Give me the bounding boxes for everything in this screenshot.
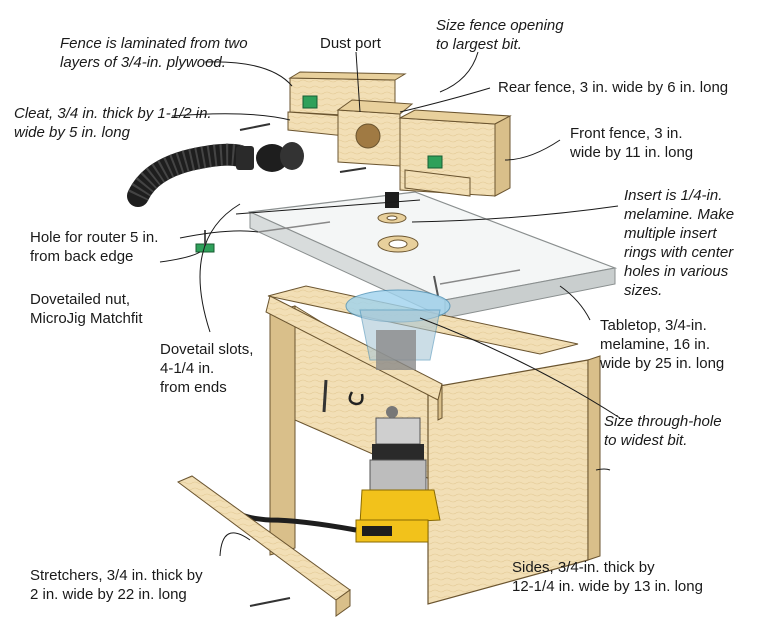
- label-fence-laminated: Fence is laminated from two layers of 3/…: [60, 35, 248, 71]
- label-insert: Insert is 1/4-in. melamine. Make multipl…: [624, 187, 735, 299]
- label-sides: Sides, 3/4-in. thick by 12-1/4 in. wide …: [512, 559, 703, 595]
- label-hole-for-router: Hole for router 5 in. from back edge: [30, 229, 159, 265]
- hose-adapter: [256, 144, 288, 172]
- screw-icon: [249, 597, 291, 607]
- cleat-right: [404, 169, 471, 197]
- router: [233, 289, 451, 543]
- front-fence-clamp-icon: [427, 155, 443, 169]
- bit-nut-icon: [385, 192, 399, 208]
- fence-assembly: [239, 71, 512, 197]
- dovetailed-nut-right: [433, 275, 439, 297]
- screw-icon: [339, 167, 367, 173]
- dovetail-slot-right: [439, 269, 521, 285]
- leader-lines: [159, 51, 621, 557]
- screw-icon: [322, 379, 328, 413]
- label-cleat: Cleat, 3/4 in. thick by 1-1/2 in. wide b…: [14, 105, 212, 141]
- label-tabletop: Tabletop, 3/4-in. melamine, 16 in. wide …: [600, 317, 725, 372]
- insert-parts: [377, 192, 407, 224]
- label-front-fence: Front fence, 3 in. wide by 11 in. long: [570, 125, 694, 161]
- loose-stretcher: [177, 475, 351, 617]
- label-size-through-hole: Size through-hole to widest bit.: [604, 413, 722, 449]
- label-dovetailed-nut: Dovetailed nut, MicroJig Matchfit: [30, 291, 143, 327]
- dust-port-hole: [355, 123, 381, 149]
- dust-hose: [127, 142, 304, 207]
- label-dovetail-slots: Dovetail slots, 4-1/4 in. from ends: [160, 341, 254, 396]
- screw-icon: [239, 123, 271, 131]
- hook-icon: [348, 391, 364, 406]
- label-dust-port: Dust port: [320, 35, 381, 52]
- rear-fence-clamp-icon: [302, 95, 318, 109]
- label-stretchers: Stretchers, 3/4 in. thick by 2 in. wide …: [30, 567, 203, 603]
- label-size-fence-opening: Size fence opening to largest bit.: [436, 17, 564, 53]
- dovetail-slot-left: [257, 221, 331, 233]
- cleat-left: [287, 111, 346, 137]
- router-motor-housing: [359, 489, 441, 525]
- label-rear-fence: Rear fence, 3 in. wide by 6 in. long: [498, 79, 729, 96]
